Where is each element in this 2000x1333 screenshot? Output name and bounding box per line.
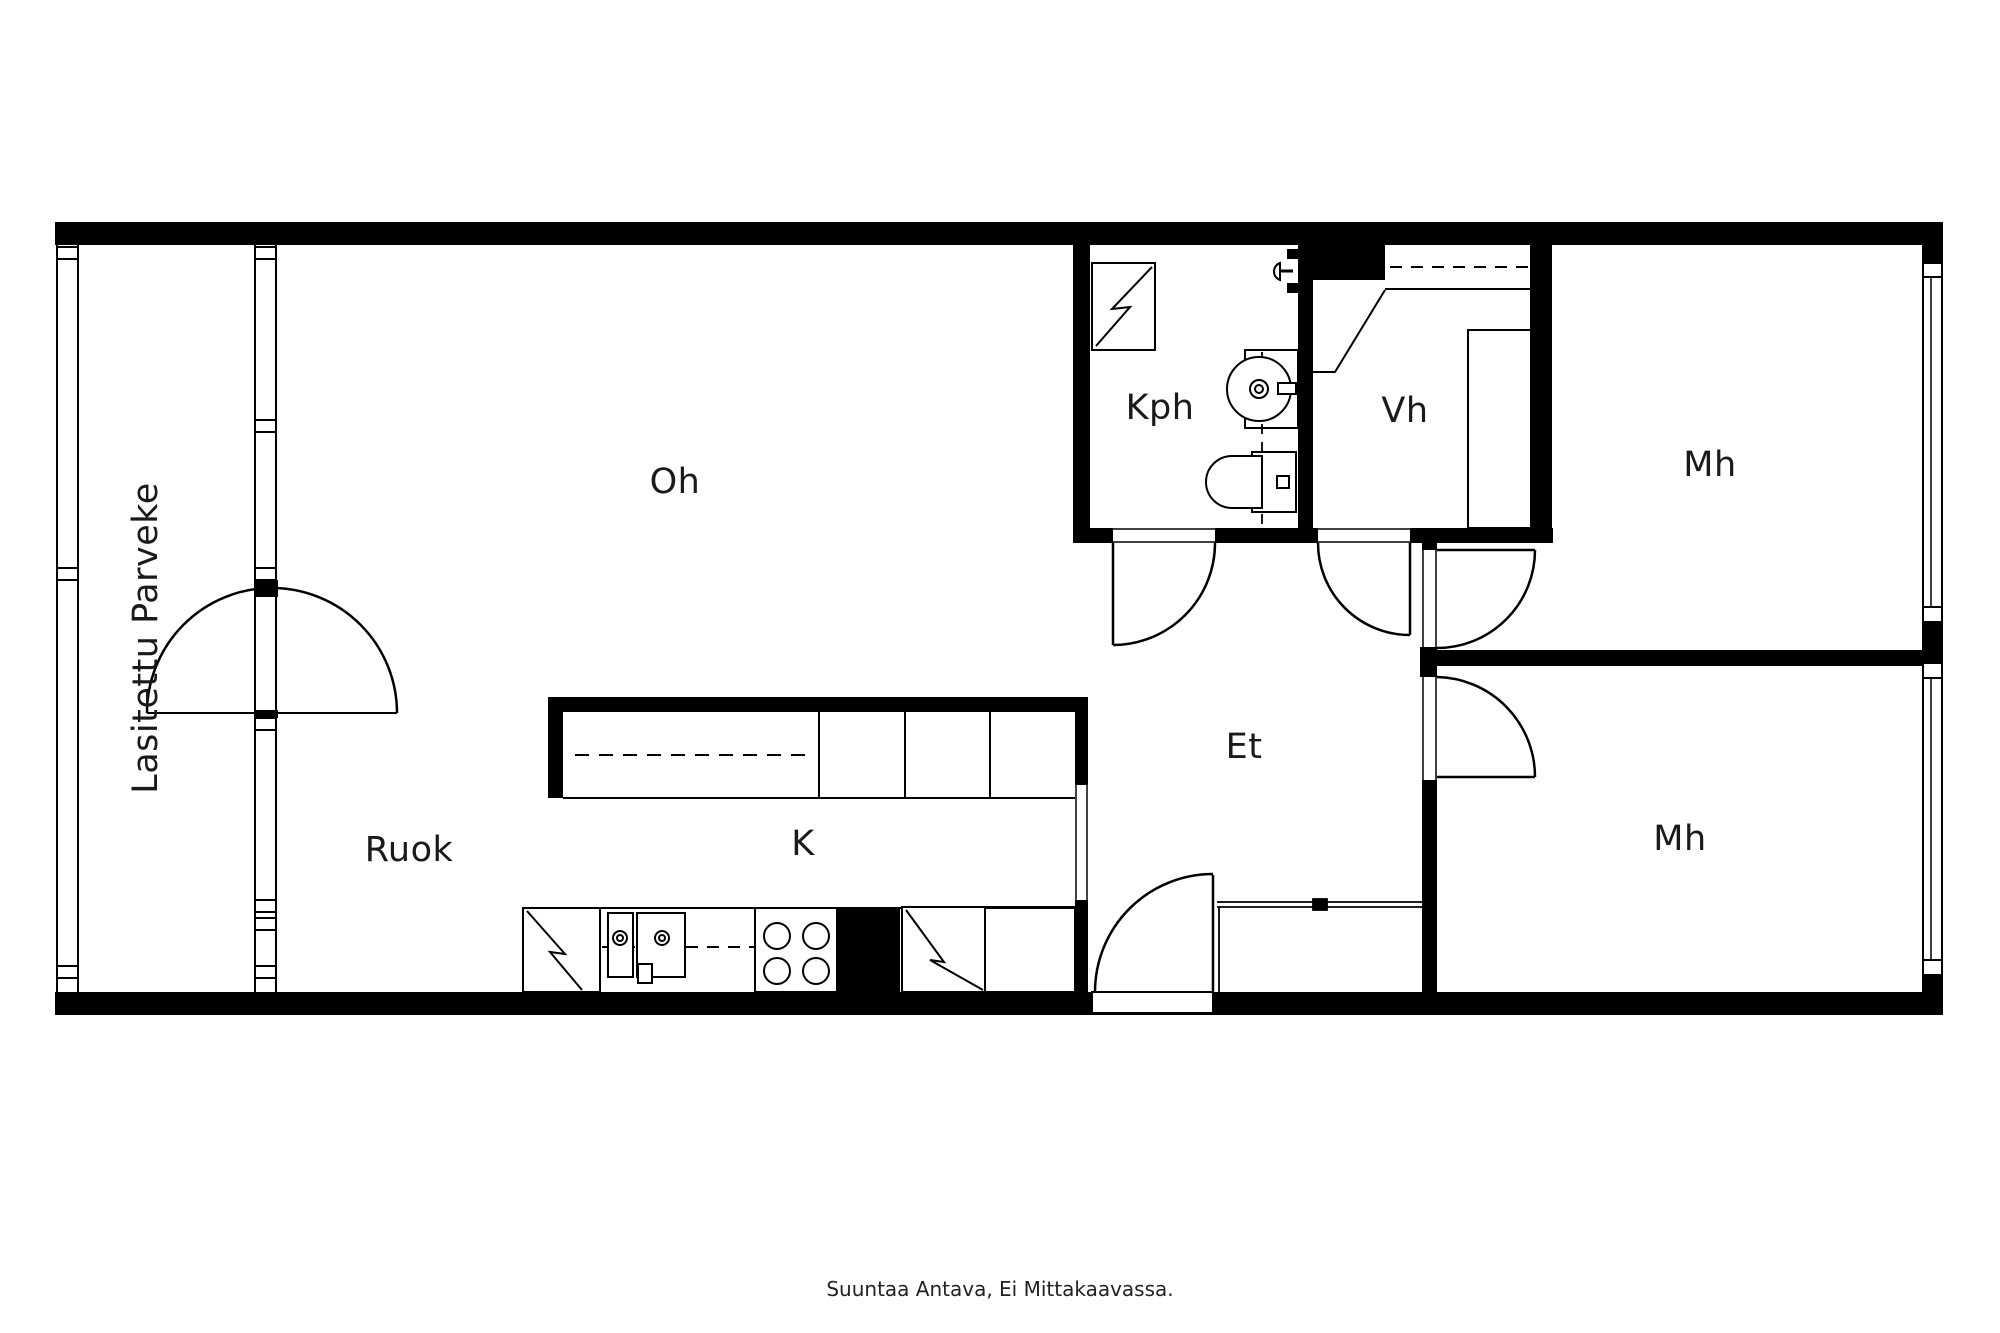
room-label-bedroom-top: Mh	[1683, 445, 1737, 485]
room-label-closet: Vh	[1381, 391, 1429, 431]
wall-kph-vh	[1298, 245, 1313, 543]
toilet-icon	[1205, 451, 1297, 513]
kitchen-counter	[522, 906, 1076, 993]
wall-et-mh-seg1	[1422, 543, 1437, 550]
wall-right-mid-block	[1922, 623, 1943, 663]
tap-icon	[1273, 249, 1299, 293]
kitchen-island	[563, 712, 1075, 799]
wall-kph-left	[1073, 245, 1090, 543]
bedroom-top-door	[1436, 548, 1537, 650]
wall-right-bottom-corner	[1922, 975, 1943, 1015]
room-label-balcony: Lasitettu Parveke	[126, 482, 166, 794]
wardrobe-top-icon	[1385, 266, 1535, 290]
wardrobe-side-icon	[1467, 329, 1536, 529]
wall-et-mh-seg2	[1420, 647, 1437, 677]
wall-band-seg1	[1073, 528, 1113, 543]
bathroom-fixtures	[1091, 249, 1299, 527]
wall-top	[55, 222, 1943, 245]
room-label-kitchen: K	[791, 824, 815, 864]
appliance-right-icon	[901, 906, 986, 993]
closet-fixtures	[1313, 266, 1536, 529]
wall-et-mh-seg3	[1422, 780, 1437, 992]
windows	[56, 245, 1943, 992]
doors	[145, 542, 1537, 1014]
kitchen-fixtures	[522, 712, 1076, 993]
wall-right-top-corner	[1922, 240, 1943, 263]
room-label-hall: Et	[1225, 727, 1263, 767]
window-bedroom-bottom	[1922, 662, 1943, 976]
wall-band-seg2	[1215, 528, 1318, 543]
window-bedroom-top	[1922, 262, 1943, 623]
bedroom-bottom-door	[1436, 675, 1537, 779]
closet-corner-line	[1313, 289, 1386, 373]
stove-icon	[754, 907, 838, 993]
hall-fixtures	[1217, 898, 1422, 992]
sink-icon	[607, 912, 686, 984]
walls	[55, 222, 1943, 1015]
wall-vh-corner-block	[1313, 245, 1385, 280]
island-wall-right	[1075, 697, 1088, 785]
counter-duct-block	[838, 908, 900, 992]
window-balcony-inner	[254, 245, 277, 992]
window-balcony-outer	[56, 245, 79, 992]
island-wall-top	[548, 697, 1088, 712]
kph-door	[1111, 542, 1217, 647]
door-openings	[1075, 528, 1437, 900]
shower-icon	[1091, 262, 1156, 351]
wall-kitchen-stub	[1075, 900, 1088, 992]
room-label-living: Oh	[649, 462, 701, 502]
room-label-dining: Ruok	[364, 830, 454, 870]
counter-cell	[984, 906, 1076, 993]
room-label-bathroom: Kph	[1125, 388, 1195, 428]
appliance-left-icon	[522, 907, 601, 993]
balcony-door	[145, 586, 399, 714]
rail-bracket	[1312, 898, 1328, 911]
entrance-door	[1091, 872, 1215, 1014]
disclaimer-text: Suuntaa Antava, Ei Mittakaavassa.	[826, 1277, 1174, 1301]
washbasin-icon	[1226, 349, 1299, 429]
vh-door	[1316, 542, 1412, 637]
island-wall-left	[548, 697, 563, 798]
wall-bedroom-divider	[1437, 650, 1922, 666]
room-label-bedroom-bottom: Mh	[1653, 819, 1707, 859]
wall-bottom	[55, 992, 1943, 1015]
wall-band-seg3	[1410, 528, 1553, 543]
